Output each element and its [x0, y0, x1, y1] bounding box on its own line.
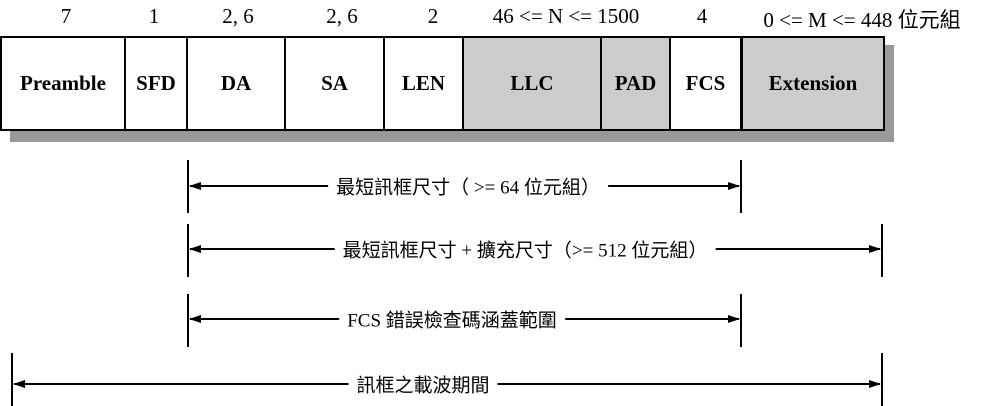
- field-sa: SA: [284, 36, 385, 131]
- span-label-fcs-coverage: FCS 錯誤檢查碼涵蓋範圍: [339, 305, 565, 333]
- size-da: 2, 6: [222, 4, 254, 28]
- size-preamble: 7: [60, 4, 72, 28]
- field-label: PAD: [614, 71, 657, 95]
- size-sa: 2, 6: [326, 4, 358, 28]
- field-label: LEN: [401, 71, 446, 95]
- size-sfd: 1: [148, 4, 160, 28]
- field-label: FCS: [685, 71, 726, 95]
- frame-shadow: [10, 131, 894, 142]
- field-label: LLC: [510, 71, 554, 95]
- field-sfd: SFD: [124, 36, 188, 131]
- field-label: SA: [321, 71, 348, 95]
- field-llc: LLC: [462, 36, 602, 131]
- field-extension: Extension: [740, 36, 885, 131]
- size-fcs: 4: [696, 4, 708, 28]
- field-pad: PAD: [600, 36, 671, 131]
- size-extension: 0 <= M <= 448 位元組: [763, 8, 961, 32]
- field-label: SFD: [136, 71, 176, 95]
- span-label-min-plus-extension: 最短訊框尺寸 + 擴充尺寸（>= 512 位元組）: [334, 235, 716, 263]
- field-label: DA: [220, 71, 252, 95]
- span-label-carrier-duration: 訊框之載波期間: [348, 370, 498, 398]
- field-label: Extension: [768, 71, 858, 95]
- span-label-min-frame: 最短訊框尺寸（ >= 64 位元組）: [328, 172, 608, 200]
- size-len: 2: [427, 4, 439, 28]
- size-llc-pad: 46 <= N <= 1500: [492, 4, 640, 28]
- frame-shadow-right: [884, 45, 894, 142]
- field-label: Preamble: [20, 71, 106, 95]
- field-da: DA: [186, 36, 286, 131]
